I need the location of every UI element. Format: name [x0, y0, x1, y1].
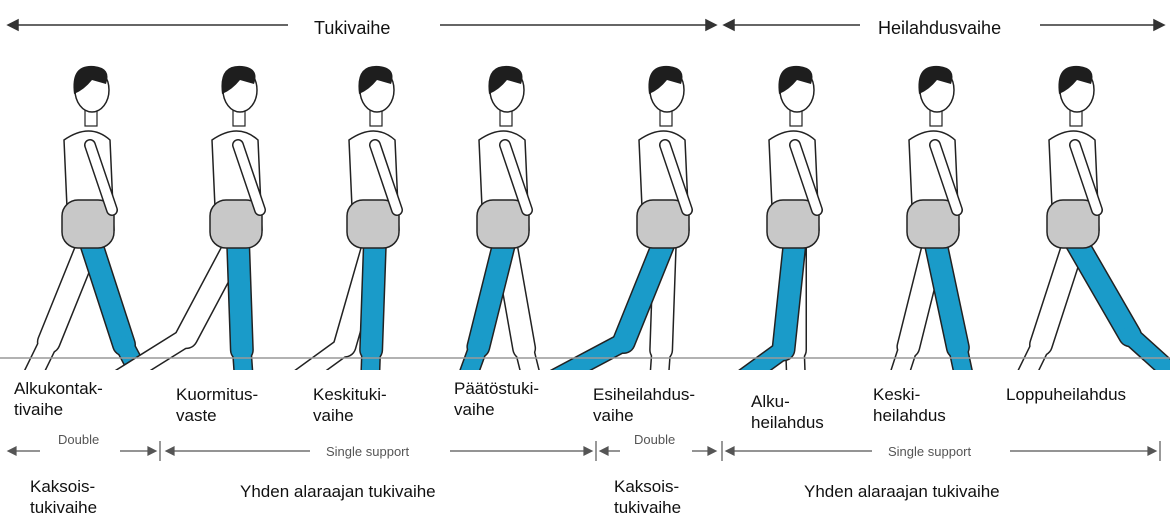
label-mid-stance: Keskituki- vaihe: [313, 384, 387, 426]
walking-figure-3: [248, 66, 399, 370]
double-support-fi-2: Kaksois- tukivaihe: [614, 476, 681, 518]
label-mid-swing: Keski- heilahdus: [873, 384, 946, 426]
double-support-label-2: Double: [630, 432, 679, 447]
walking-figure-7: [866, 66, 1010, 370]
double-support-label-1: Double: [54, 432, 103, 447]
label-terminal-stance: Päätöstuki- vaihe: [454, 378, 539, 420]
support-bar: [0, 436, 1170, 466]
label-terminal-swing: Loppuheilahdus: [1006, 384, 1126, 405]
label-initial-contact: Alkukontak- tivaihe: [14, 378, 103, 420]
walking-figures: [0, 60, 1170, 370]
walking-figure-1: [0, 66, 206, 370]
single-support-label-1: Single support: [322, 444, 413, 459]
single-support-label-2: Single support: [884, 444, 975, 459]
label-initial-swing: Alku- heilahdus: [751, 391, 824, 433]
stance-phase-title: Tukivaihe: [308, 17, 396, 39]
walking-figure-4: [433, 66, 581, 370]
walking-figure-8: [985, 66, 1170, 370]
label-loading-response: Kuormitus- vaste: [176, 384, 258, 426]
single-support-fi-1: Yhden alaraajan tukivaihe: [240, 481, 436, 502]
single-support-fi-2: Yhden alaraajan tukivaihe: [804, 481, 1000, 502]
swing-phase-title: Heilahdusvaihe: [872, 17, 1007, 39]
label-pre-swing: Esiheilahdus- vaihe: [593, 384, 695, 426]
walking-figure-6: [687, 66, 829, 370]
double-support-fi-1: Kaksois- tukivaihe: [30, 476, 97, 518]
walking-figure-5: [519, 66, 689, 370]
